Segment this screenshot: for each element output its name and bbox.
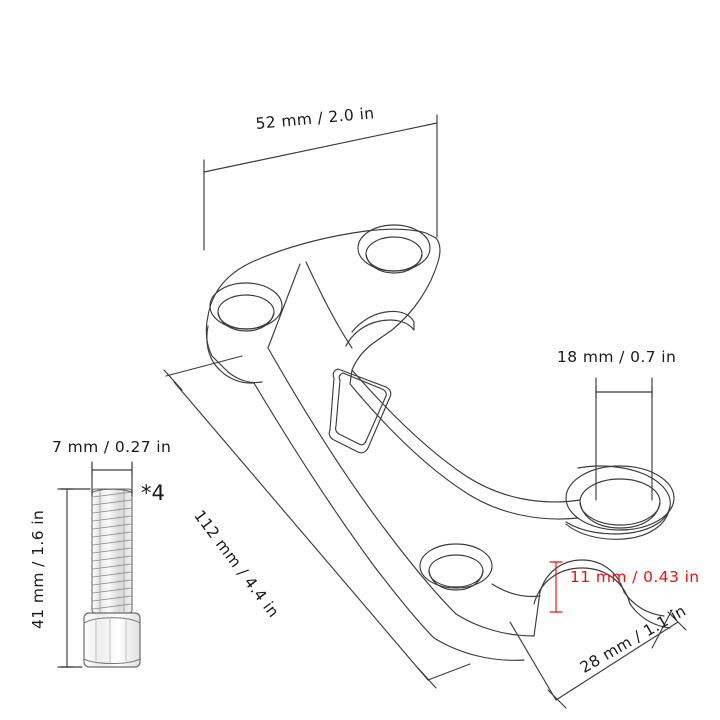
dimension-7mm [91,461,133,497]
bolt-quantity-label: *4 [141,481,165,505]
socket-head-cap-screw [83,488,141,668]
dimension-52mm [203,114,438,251]
bolt-hole-upper-left [209,282,283,330]
dimension-label-bolt-length: 41 mm / 1.6 in [29,509,47,629]
bolt-hole-right [565,465,675,531]
dimension-41mm [57,488,91,668]
dimension-11mm [549,561,563,613]
clamp-bracket-body [205,224,675,661]
bolt-hole-lower [419,543,493,589]
center-recess-pocket [328,368,392,454]
dimension-label-slot-height: 11 mm / 0.43 in [570,568,700,586]
dimension-18mm [595,377,653,501]
bolt-hole-upper-right [357,224,431,272]
dimension-label-bolt-diameter: 7 mm / 0.27 in [52,438,172,456]
dimension-112mm [163,355,471,689]
dimension-label-hole-diameter-right: 18 mm / 0.7 in [557,348,677,366]
dimension-28mm [509,609,687,709]
